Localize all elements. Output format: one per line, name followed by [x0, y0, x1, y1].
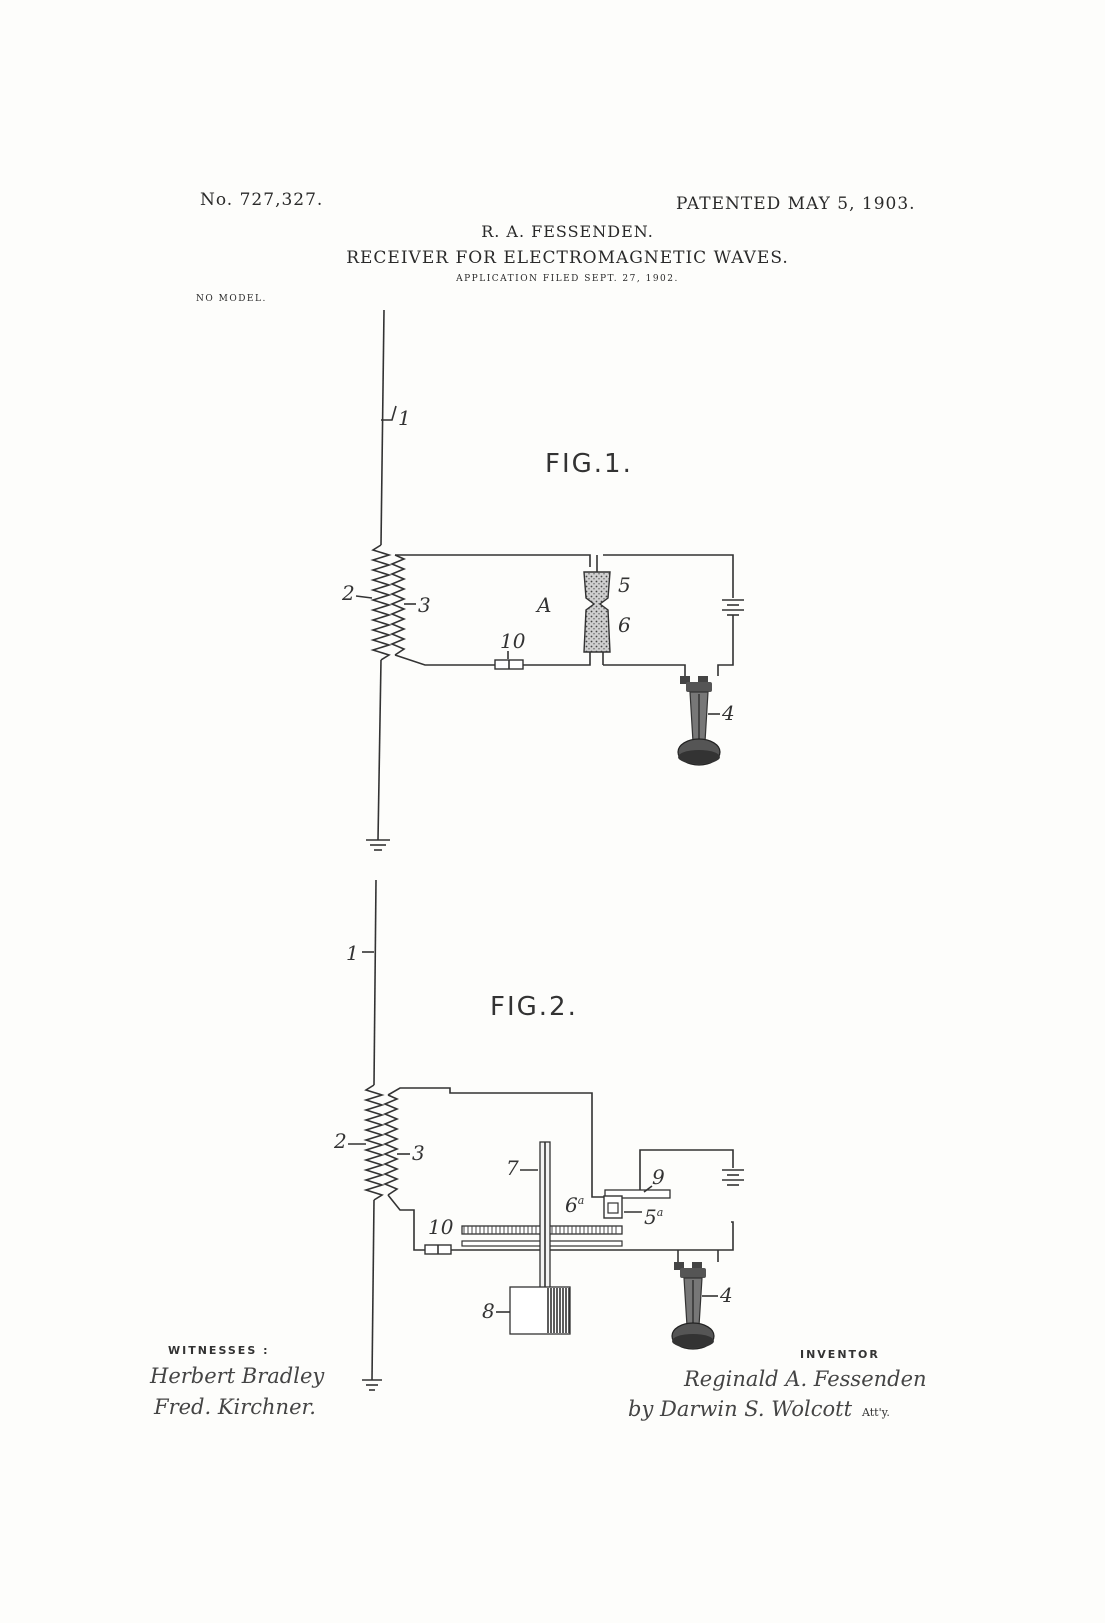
- fig2-ref-primary: 2: [333, 1129, 347, 1153]
- inventor-name: R. A. FESSENDEN.: [481, 222, 654, 241]
- fig2-weight-lines: [547, 1288, 570, 1333]
- fig1-right-top-wire: [603, 554, 734, 598]
- fig1-bottom-wire-left: [394, 654, 495, 666]
- fig2-ref-antenna: 1: [346, 941, 359, 965]
- fig1-top-wire: [395, 554, 591, 567]
- fig2-leader-9: [643, 1185, 653, 1193]
- model-note: NO MODEL.: [196, 294, 267, 304]
- fig1-antenna-leader: [381, 405, 397, 421]
- fig2-ground-icon: [362, 1379, 382, 1391]
- fig1-secondary-coil: [389, 554, 407, 656]
- fig2-label: FIG.2.: [490, 992, 578, 1022]
- fig1-ground-icon: [366, 839, 390, 851]
- fig2-battery-wire-top: [639, 1149, 734, 1190]
- attorney-abbrev: Att'y.: [861, 1406, 890, 1419]
- patent-title: RECEIVER FOR ELECTROMAGNETIC WAVES.: [346, 248, 789, 268]
- fig2-secondary-coil: [382, 1094, 400, 1196]
- fig1-antenna-wire: [380, 309, 385, 546]
- fig1-ref-receiver: 4: [721, 701, 735, 725]
- fig2-bottom-wire: [387, 1194, 425, 1251]
- fig1-ref-junction: A: [535, 593, 551, 617]
- fig2-ref-secondary: 3: [412, 1141, 425, 1165]
- fig2-ref-shaft: 7: [506, 1156, 519, 1180]
- fig1-bottom-wire-mid: [523, 652, 591, 666]
- fig1-right-bottom-wire: [717, 615, 734, 676]
- fig1-coherer: [583, 571, 611, 653]
- fig2-antenna-wire: [373, 879, 377, 1086]
- fig2-top-wire: [387, 1087, 605, 1198]
- fig1-primary-coil: [370, 544, 392, 661]
- application-filed: APPLICATION FILED SEPT. 27, 1902.: [456, 274, 679, 284]
- fig1-ground-wire: [377, 659, 382, 841]
- fig2-ref-arm: 9: [652, 1165, 665, 1189]
- fig1-ref-upper: 5: [618, 573, 631, 597]
- fig2-arm: [604, 1189, 671, 1199]
- inventor-label: INVENTOR: [800, 1348, 880, 1361]
- witness-signature-1: Herbert Bradley: [149, 1364, 325, 1388]
- fig2-diagram: FIG.2. 1 2 3 10 7: [333, 879, 744, 1391]
- fig2-right-bottom-wire: [451, 1221, 734, 1251]
- fig2-ref-weight: 8: [482, 1299, 495, 1323]
- fig1-ref-lower: 6: [618, 613, 631, 637]
- fig1-leader-2: [355, 595, 373, 599]
- fig2-contact-inner: [607, 1202, 619, 1214]
- fig2-ground-wire: [371, 1199, 375, 1381]
- fig2-contact: [603, 1195, 623, 1219]
- fig1-diagram: FIG.1. 1 2 3 10 5 6 A: [341, 309, 744, 851]
- fig2-ref-condenser: 10: [428, 1215, 454, 1239]
- fig1-ref-antenna: 1: [398, 406, 411, 430]
- fig1-ref-condenser: 10: [500, 629, 526, 653]
- attorney-signature: by Darwin S. Wolcott: [628, 1397, 853, 1421]
- fig2-ref-contact-upper: 5a: [644, 1205, 663, 1229]
- inventor-signature: Reginald A. Fessenden: [683, 1367, 927, 1391]
- fig2-weight: [509, 1286, 571, 1335]
- patent-date: PATENTED MAY 5, 1903.: [676, 194, 916, 214]
- signature-block: WITNESSES : Herbert Bradley Fred. Kirchn…: [149, 1344, 927, 1421]
- fig1-receiver-wire: [603, 664, 686, 676]
- fig2-ref-receiver: 4: [719, 1283, 733, 1307]
- fig2-primary-coil: [363, 1084, 385, 1201]
- witnesses-label: WITNESSES :: [168, 1344, 269, 1357]
- witness-signature-2: Fred. Kirchner.: [153, 1395, 316, 1419]
- fig1-battery-icon: [722, 599, 744, 616]
- fig1-receiver-icon: [677, 676, 721, 766]
- fig1-label: FIG.1.: [545, 449, 633, 479]
- patent-number: No. 727,327.: [200, 190, 324, 210]
- fig1-ref-primary: 2: [341, 581, 355, 605]
- fig1-ref-secondary: 3: [418, 593, 431, 617]
- fig2-receiver-icon: [671, 1262, 715, 1350]
- fig2-battery-icon: [722, 1169, 744, 1186]
- fig2-ref-contact-lower: 6a: [565, 1193, 584, 1217]
